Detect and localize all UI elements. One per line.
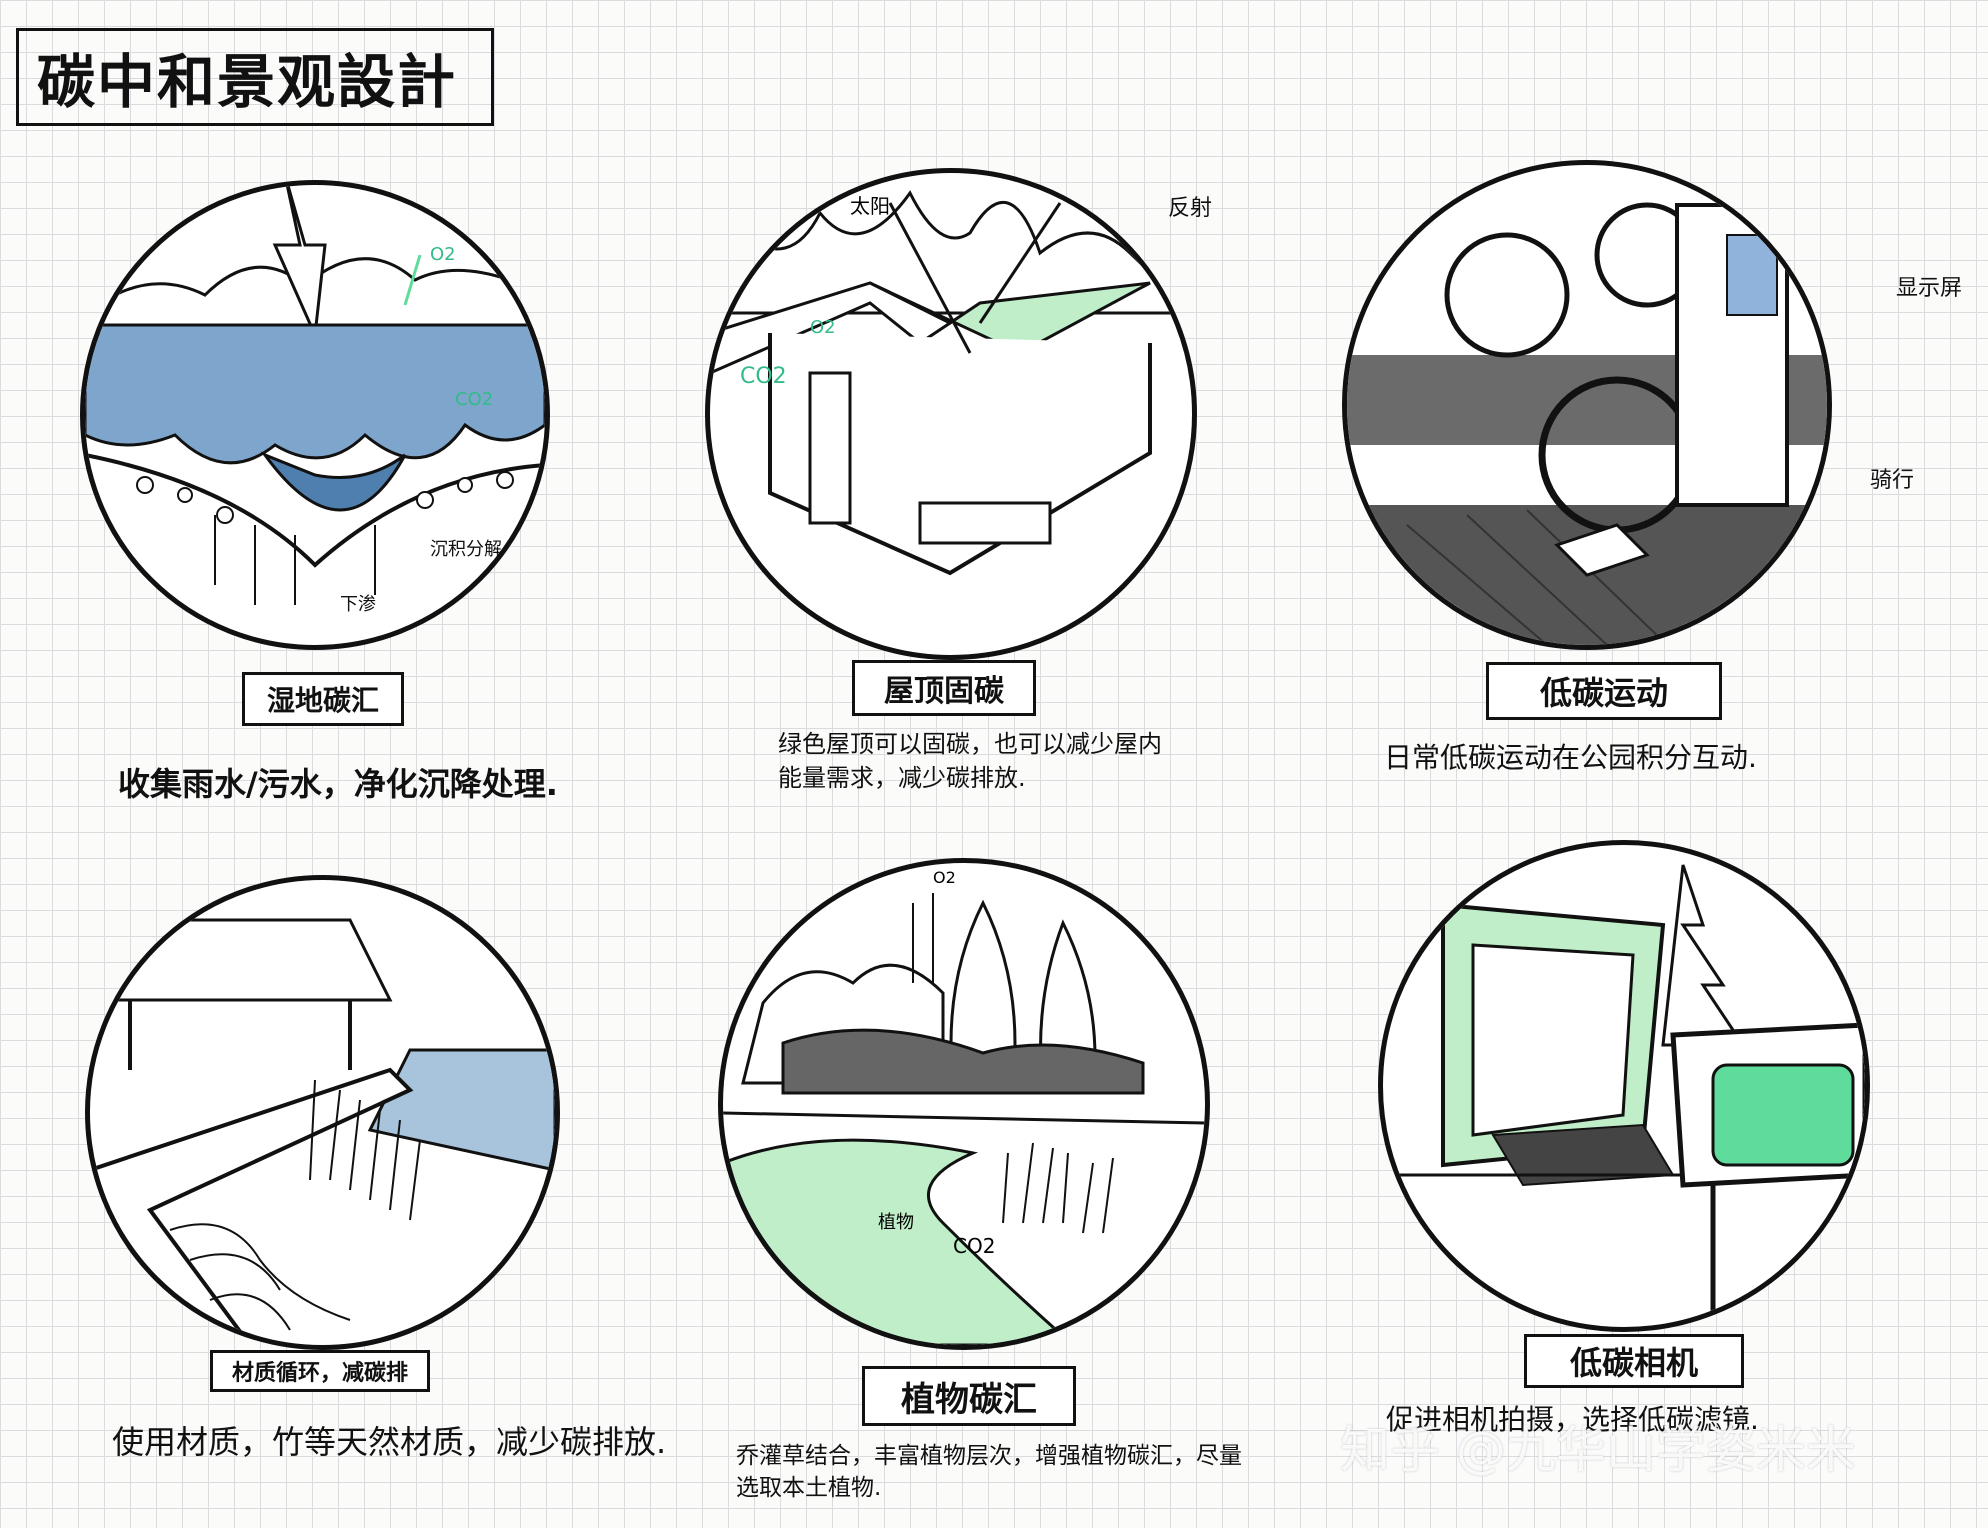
camera-illustration <box>1378 840 1870 1332</box>
label-wetland: 湿地碳汇 <box>242 672 404 726</box>
exercise-sketch <box>1347 165 1827 645</box>
roof-illustration: 太阳 CO2 O2 <box>705 168 1197 660</box>
plants-sketch: O2 植物 CO2 <box>723 863 1205 1345</box>
label-roof: 屋顶固碳 <box>852 660 1036 716</box>
sun-note: 太阳 <box>850 194 890 218</box>
screen-note: 显示屏 <box>1896 270 1962 302</box>
materials-sketch <box>90 880 555 1345</box>
plant-note: 植物 <box>878 1212 914 1233</box>
caption-exercise: 日常低碳运动在公园积分互动. <box>1384 738 1944 777</box>
exercise-illustration <box>1342 160 1832 650</box>
co2-note: CO2 <box>455 389 493 410</box>
caption-wetland: 收集雨水/污水，净化沉降处理. <box>118 762 598 807</box>
label-materials: 材质循环，减碳排 <box>210 1350 430 1392</box>
cycling-note: 骑行 <box>1870 462 1914 494</box>
reflection-note: 反射 <box>1168 190 1212 222</box>
caption-plants: 乔灌草结合，丰富植物层次，增强植物碳汇，尽量选取本土植物. <box>736 1440 1256 1504</box>
roof-sketch: 太阳 CO2 O2 <box>710 173 1192 655</box>
sediment-note: 沉积分解 <box>430 539 502 560</box>
label-camera: 低碳相机 <box>1524 1334 1744 1388</box>
co2-note: CO2 <box>953 1234 995 1258</box>
o2-note: O2 <box>430 244 456 265</box>
caption-roof: 绿色屋顶可以固碳，也可以减少屋内能量需求，减少碳排放. <box>778 728 1178 795</box>
co2-note: CO2 <box>740 364 787 389</box>
infiltration-note: 下渗 <box>340 594 376 615</box>
camera-sketch <box>1383 845 1865 1327</box>
watermark: 知乎 @九华山学姿米米 <box>1340 1410 1856 1482</box>
label-plants: 植物碳汇 <box>862 1366 1076 1426</box>
page-title: 碳中和景观設計 <box>16 28 494 126</box>
o2-note: O2 <box>933 868 956 887</box>
plants-illustration: O2 植物 CO2 <box>718 858 1210 1350</box>
label-exercise: 低碳运动 <box>1486 662 1722 720</box>
materials-illustration <box>85 875 560 1350</box>
wetland-sketch: O2 CO2 沉积分解 下渗 <box>85 185 545 645</box>
o2-note: O2 <box>810 317 836 338</box>
wetland-illustration: O2 CO2 沉积分解 下渗 <box>80 180 550 650</box>
caption-materials: 使用材质，竹等天然材质，减少碳排放. <box>112 1420 672 1465</box>
